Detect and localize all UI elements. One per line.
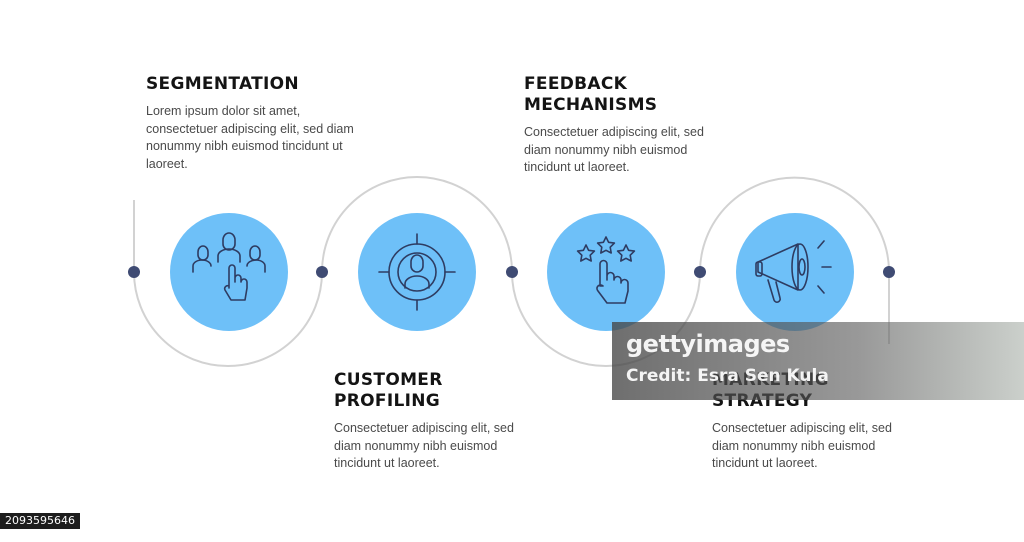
step-description: Consectetuer adipiscing elit, sed diam n… [334, 421, 514, 470]
node-dot-2 [316, 266, 328, 278]
step-title: FEEDBACK MECHANISMS [524, 74, 658, 115]
connector-arc-2 [321, 176, 513, 273]
step-customer-profiling: CUSTOMER PROFILING Consectetuer adipisci… [334, 370, 549, 473]
node-dot-4 [694, 266, 706, 278]
node-dot-1 [128, 266, 140, 278]
step-segmentation: SEGMENTATION Lorem ipsum dolor sit amet,… [146, 74, 361, 173]
step-circle-3 [547, 213, 665, 331]
megaphone-icon [755, 240, 832, 303]
step-title: SEGMENTATION [146, 74, 299, 94]
watermark-overlay: gettyimages Credit: Esra Sen Kula [612, 322, 1024, 400]
node-dots [128, 266, 895, 278]
step-feedback-mechanisms: FEEDBACK MECHANISMS Consectetuer adipisc… [524, 74, 739, 177]
group-hand-pointer-icon [192, 232, 266, 301]
node-dot-5 [883, 266, 895, 278]
node-dot-3 [506, 266, 518, 278]
step-description: Consectetuer adipiscing elit, sed diam n… [712, 421, 892, 470]
watermark-credit: Credit: Esra Sen Kula [626, 366, 829, 386]
step-description: Consectetuer adipiscing elit, sed diam n… [524, 125, 704, 174]
step-description: Lorem ipsum dolor sit amet, consectetuer… [146, 104, 354, 171]
image-id-label: 2093595646 [0, 513, 80, 529]
connector-arc-3 [511, 271, 701, 367]
target-person-icon [378, 233, 456, 311]
connector-arc-4 [699, 176, 890, 273]
connector-arc-1 [133, 271, 323, 367]
step-title: CUSTOMER PROFILING [334, 370, 443, 411]
stars-hand-pointer-icon [576, 236, 636, 304]
connector-path [133, 176, 890, 367]
step-circle-4 [736, 213, 854, 331]
watermark-brand: gettyimages [626, 330, 790, 358]
